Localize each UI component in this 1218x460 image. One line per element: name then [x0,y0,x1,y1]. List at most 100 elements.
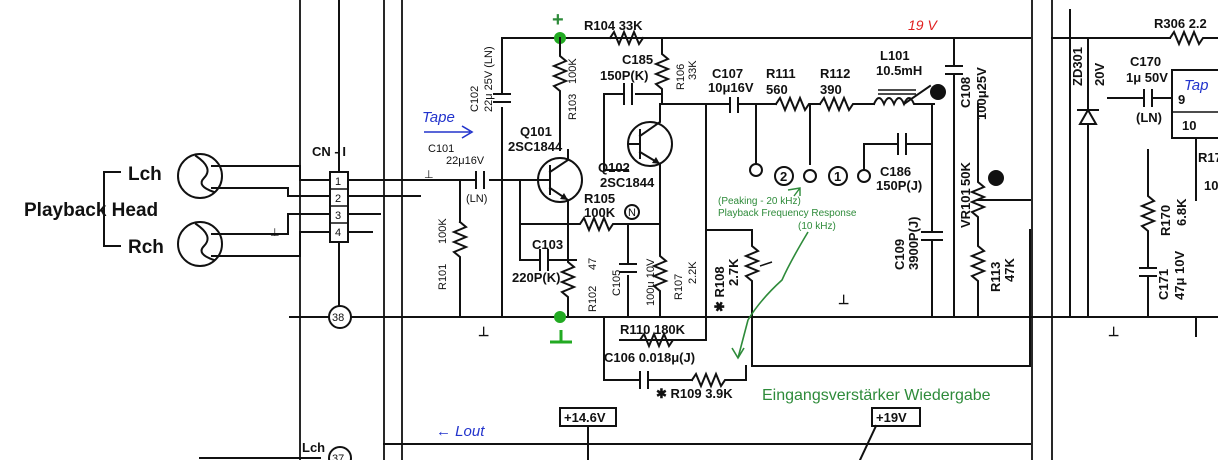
c109-value: 3900P(J) [906,217,921,270]
c186-label: C186 [880,164,911,179]
r101-label: R101 [437,264,449,290]
right-section: ZD301 20V R306 2.2 C170 1μ 50V (LN) 9 10… [1051,9,1218,337]
resistor-r101: R101 100K [437,179,469,318]
r306-label: R306 2.2 [1154,16,1207,31]
c101-label: C101 [428,143,454,155]
resistor-r102: R102 47 [559,219,599,318]
c185-label: C185 [622,52,653,67]
r170-value: 6.8K [1174,198,1189,226]
red-voltage-annotation: 19 V [908,17,938,33]
zd301-value: 20V [1092,63,1107,86]
connector-cn1: CN - I 1 2 3 4 [312,0,461,311]
v19-label: +19V [876,410,907,425]
green-plus: + [552,9,564,31]
switch-pos-1 [828,166,848,186]
r101-value: 100K [437,218,449,244]
switch-pos-1-label: 1 [834,169,841,184]
resistor-r109: ✱ R109 3.9K [656,365,747,401]
switch-pos-2 [774,166,794,186]
ground-mark-a: ⊥ [424,169,434,181]
inductor-l101: L101 10.5mH [872,48,946,107]
c170-ln: (LN) [1136,110,1162,125]
r107-label: R107 [673,274,685,300]
l101-tuning-point-icon [930,84,946,100]
r109-label: ✱ R109 3.9K [656,386,733,401]
switch-pos-2-label: 2 [780,169,787,184]
c101-ln: (LN) [466,193,487,205]
r102-value: 47 [587,258,599,270]
resistor-r110: R110 180K [603,316,707,381]
r105-value: 100K [584,205,616,220]
c108-label: C108 [958,77,973,108]
pin-3: 3 [335,210,341,222]
r102-label: R102 [587,286,599,312]
peaking-arrow-icon [787,187,801,197]
transistor-q101: Q101 2SC1844 [508,124,583,221]
pin-2: 2 [335,193,341,205]
node-38-label: 38 [332,312,344,324]
ground-mark-b: ⊥ [478,324,489,339]
capacitor-c102: C102 22μ 25V (LN) [469,37,511,318]
potentiometer-vr101: VR101 50K R113 47K [958,103,1031,318]
r111-value: 560 [766,82,788,97]
node-37-label: 37 [332,453,344,460]
resistor-r103: R103 100K [551,37,579,151]
resistor-r105: R105 100K N [519,179,661,233]
r108-label: ✱ R108 [712,266,727,312]
l101-value: 10.5mH [876,63,922,78]
capacitor-c186: C186 150P(J) [863,133,933,193]
ground-symbol-head: ⊥ [270,227,280,239]
c171-value: 47μ 10V [1172,251,1187,300]
playback-head-label: Playback Head [24,200,158,221]
c170-value: 1μ 50V [1126,70,1168,85]
capacitor-c109: C109 3900P(J) [892,103,943,318]
r105-label: R105 [584,191,615,206]
r113-label: R113 [988,262,1003,292]
ic-pin-9: 9 [1178,92,1185,107]
ground-mark-c: ⊥ [838,292,849,307]
q101-label: Q101 [520,124,552,139]
c170-label: C170 [1130,54,1161,69]
c185-value: 150P(K) [600,68,648,83]
r112-label: R112 [820,66,850,81]
r110-label: R110 180K [620,322,686,337]
r103-value: 100K [567,58,579,84]
rch-label: Rch [128,237,164,258]
vr101-value: 50K [958,162,973,186]
c101-value: 22μ16V [446,155,485,167]
peaking-annotation: (Peaking - 20 kHz) [718,196,801,207]
khz10-annotation: (10 kHz) [798,221,836,232]
r106-value: 33K [687,60,699,80]
head-lch-symbol [177,153,341,199]
tape-arrow-icon [424,125,474,139]
c106-label: C106 0.018μ(J) [604,350,695,365]
r106-label: R106 [675,64,687,90]
resistor-r108: ✱ R108 2.7K [705,229,1031,367]
r113-value: 47K [1002,258,1017,282]
r104-label: R104 33K [584,18,643,33]
pin-4: 4 [335,227,341,239]
c108-value: 100μ25V [974,67,989,120]
green-dot-bottom [554,311,566,323]
r170-label: R170 [1158,205,1173,236]
node-37 [328,446,352,460]
node-38 [328,305,352,329]
c102-label: C102 [469,86,481,112]
v146-label: +14.6V [564,410,606,425]
vr101-label: VR101 [958,188,973,228]
green-ground-mark [550,330,572,344]
c103-label: C103 [532,237,563,252]
c103-value: 220P(K) [512,270,560,285]
pin-1: 1 [335,176,341,188]
node-n-label: N [628,207,636,219]
switch-terminal [857,169,871,183]
c171-label: C171 [1156,269,1171,300]
cn1-label: CN - I [312,144,346,159]
tape-in-annotation: Tape [422,109,455,126]
capacitor-c106: C106 0.018μ(J) [604,350,695,389]
vr101-tuning-point-icon [988,170,1004,186]
r17x-value: 10 [1204,178,1218,193]
resistor-r112: R112 390 [803,66,875,183]
capacitor-c101: C101 22μ16V (LN) [428,143,541,205]
